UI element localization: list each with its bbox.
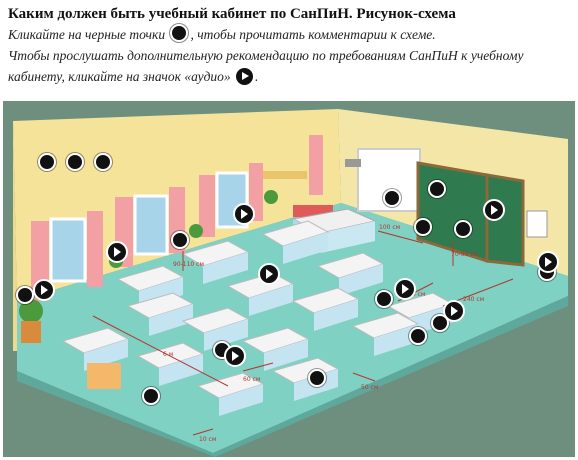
cabinet [87,363,121,389]
audio-play-icon-7[interactable] [443,300,465,322]
comment-dot-8[interactable] [454,220,472,238]
black-dot-icon [170,24,189,42]
comment-dot-15[interactable] [142,387,160,405]
comment-dot-1[interactable] [38,153,56,171]
instruction-text-2b: . [255,69,259,84]
instruction-text-1b: , чтобы прочитать комментарии к схеме. [190,27,436,42]
instruction-line-2: Чтобы прослушать дополнительную рекоменд… [8,45,570,87]
measure-label-3: 70-90 см [451,251,478,258]
instruction-line-1: Кликайте на черные точки , чтобы прочита… [8,24,570,45]
measure-label-1: 90-110 см [173,261,204,268]
audio-play-icon-5[interactable] [33,279,55,301]
measure-label-9: 10 см [199,436,216,443]
comment-dot-7[interactable] [414,218,432,236]
comment-dot-5[interactable] [383,189,401,207]
audio-play-icon-3[interactable] [106,241,128,263]
measure-label-5: 240 см [463,296,484,303]
measure-label-4: 80 см [408,291,425,298]
audio-play-icon-8[interactable] [224,345,246,367]
comment-dot-4[interactable] [171,231,189,249]
comment-dot-2[interactable] [66,153,84,171]
measure-label-8: 50 см [361,384,378,391]
audio-play-icon-9[interactable] [537,251,559,273]
audio-play-icon-2[interactable] [483,199,505,221]
comment-dot-10[interactable] [375,290,393,308]
page-header: Каким должен быть учебный кабинет по Сан… [8,4,570,87]
plants [19,190,278,343]
comment-dot-3[interactable] [94,153,112,171]
measure-label-6: 6 м [163,351,173,358]
instruction-text-1a: Кликайте на черные точки [8,27,166,42]
classroom-illustration: 90-110 см 100 см 70-90 см 80 см 240 см 6… [3,101,575,457]
audio-play-icon-6[interactable] [394,278,416,300]
classroom-scheme: 90-110 см 100 см 70-90 см 80 см 240 см 6… [3,101,575,457]
audio-play-icon-1[interactable] [233,203,255,225]
measure-label-2: 100 см [379,224,400,231]
comment-dot-12[interactable] [409,327,427,345]
portrait [526,210,548,238]
comment-dot-11[interactable] [431,314,449,332]
comment-dot-9[interactable] [16,286,34,304]
measure-label-7: 60 см [243,376,260,383]
student-desks [61,220,455,416]
audio-play-icon-4[interactable] [258,263,280,285]
comment-dot-14[interactable] [308,369,326,387]
page-title: Каким должен быть учебный кабинет по Сан… [8,6,456,22]
audio-play-icon [236,68,254,85]
instruction-text-2a: Чтобы прослушать дополнительную рекоменд… [8,48,524,84]
comment-dot-6[interactable] [428,180,446,198]
